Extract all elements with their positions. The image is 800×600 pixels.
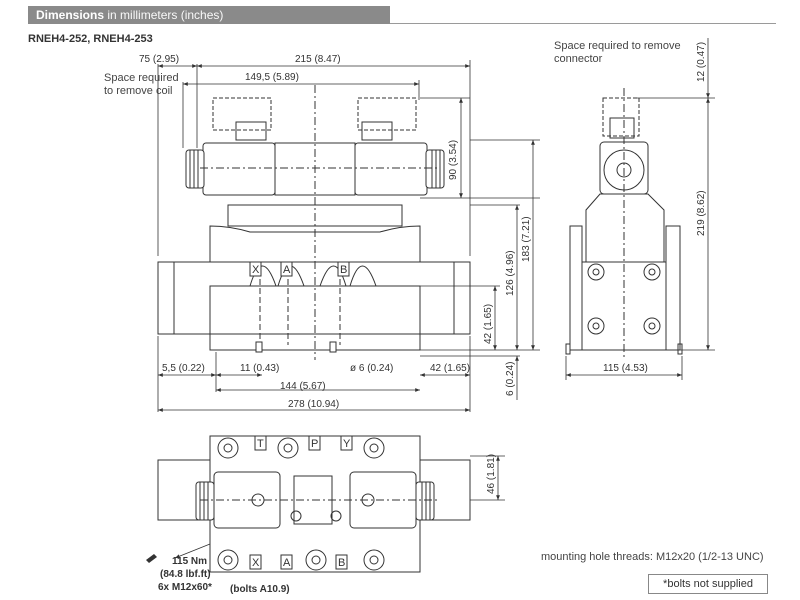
dim-90: 90 (3.54) (448, 140, 459, 180)
bottom-port-x: X (252, 557, 260, 569)
front-port-a: A (283, 264, 291, 276)
torque-imperial: (84.8 lbf.ft) (160, 569, 211, 580)
note-remove-coil: Space required to remove coil (104, 72, 179, 98)
dim-75: 75 (2.95) (139, 54, 179, 65)
bottom-port-b: B (338, 557, 345, 569)
dim-11: 11 (0.43) (240, 363, 279, 374)
dim-215: 215 (8.47) (295, 54, 341, 65)
side-dimension-labels: 12 (0.47) 219 (8.62) 115 (4.53) (603, 42, 707, 374)
front-ports: X A B (249, 261, 350, 277)
dim-46: 46 (1.81) (486, 454, 497, 494)
dim-149: 149,5 (5.89) (245, 72, 299, 83)
top-ports: T P Y X A B (249, 435, 353, 570)
side-connector (602, 97, 640, 137)
torque-annotation: 115 Nm (84.8 lbf.ft) 6x M12x60* (bolts A… (146, 554, 290, 595)
main-body (157, 261, 471, 335)
section-subtitle: in millimeters (inches) (107, 8, 224, 22)
section-header: Dimensions in millimeters (inches) (28, 6, 390, 24)
bolts-note-box: *bolts not supplied (648, 574, 768, 594)
front-dimension-labels: 75 (2.95) 215 (8.47) 149,5 (5.89) 90 (3.… (139, 54, 532, 410)
front-port-x: X (252, 264, 260, 276)
note-remove-connector-line2: connector (554, 53, 603, 65)
mounting-threads-note: mounting hole threads: M12x20 (1/2-13 UN… (541, 551, 764, 563)
note-remove-coil-line1: Space required (104, 72, 179, 84)
torque-bolts: 6x M12x60* (158, 582, 212, 593)
dim-phi6: ø 6 (0.24) (350, 363, 393, 374)
top-port-t: T (257, 438, 264, 450)
connector-right (357, 97, 417, 131)
coil-left (202, 142, 276, 196)
dim-42h: 42 (1.65) (430, 363, 470, 374)
dim-42v: 42 (1.65) (483, 304, 494, 344)
dim-144: 144 (5.67) (280, 381, 326, 392)
note-remove-coil-line2: to remove coil (104, 85, 173, 97)
wrench-icon (146, 554, 157, 563)
dim-6v: 6 (0.24) (505, 362, 516, 396)
header-divider (390, 23, 776, 24)
section-title: Dimensions (36, 8, 105, 22)
connector-left (212, 97, 272, 131)
torque-value: 115 Nm (172, 556, 207, 567)
top-port-y: Y (343, 438, 351, 450)
note-remove-connector-line1: Space required to remove (554, 40, 681, 52)
dim-126: 126 (4.96) (505, 250, 516, 296)
dim-183: 183 (7.21) (521, 216, 532, 262)
dim-219: 219 (8.62) (696, 190, 707, 236)
bottom-port-a: A (283, 557, 291, 569)
side-view (565, 88, 683, 360)
dim-278: 278 (10.94) (288, 399, 339, 410)
dim-12: 12 (0.47) (696, 42, 707, 82)
front-view (157, 85, 471, 360)
top-view (157, 435, 471, 573)
model-title: RNEH4-252, RNEH4-253 (28, 33, 153, 45)
top-port-p: P (311, 438, 318, 450)
coil-right (354, 142, 428, 196)
dim-115: 115 (4.53) (603, 363, 648, 374)
dim-55: 5,5 (0.22) (162, 363, 205, 374)
front-port-b: B (340, 264, 347, 276)
torque-grade: (bolts A10.9) (230, 584, 290, 595)
note-remove-connector: Space required to remove connector (554, 40, 681, 66)
